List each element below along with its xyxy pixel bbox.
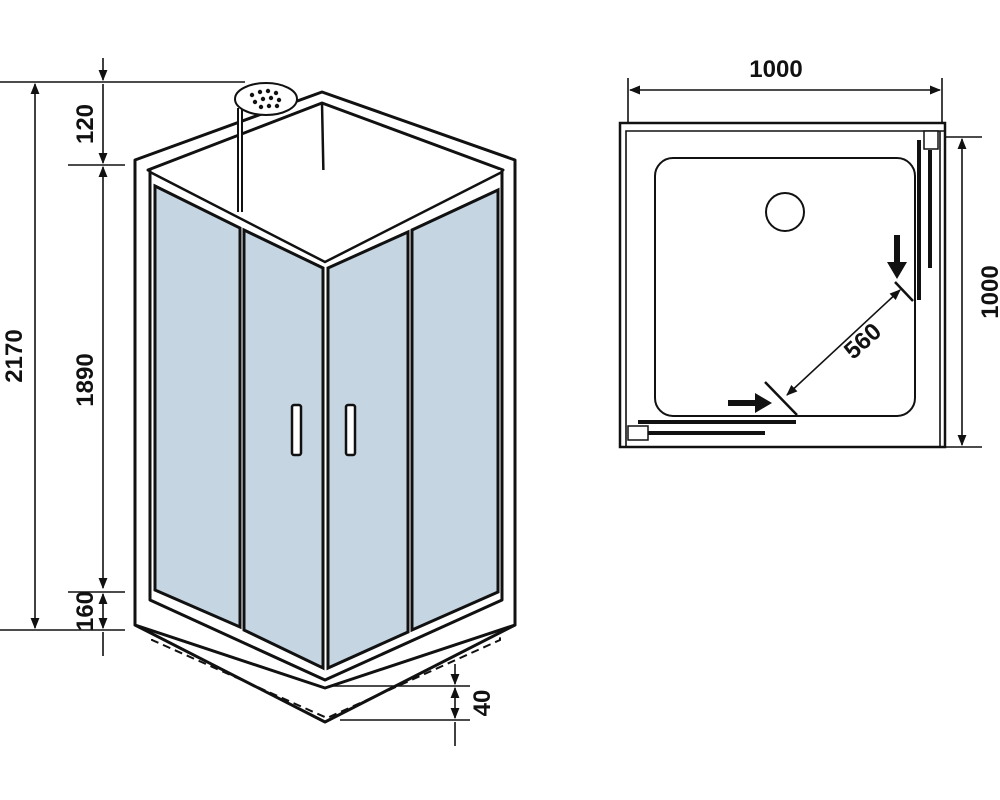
shower-head-icon: [234, 82, 298, 212]
arrow-right-icon: [728, 393, 772, 413]
dim-total-height: 2170: [1, 329, 28, 382]
dim-foot-height: 40: [469, 690, 496, 717]
drain-icon: [765, 192, 805, 232]
foot-dimension-lines: [332, 664, 470, 746]
dim-cabin-height: 1890: [72, 353, 99, 406]
elevation-view: 2170 120 1890 160: [0, 58, 517, 746]
door-handle-left: [290, 403, 303, 457]
door-handle-right: [344, 403, 357, 457]
dim-width: 1000: [749, 56, 802, 83]
arrow-down-icon: [887, 235, 907, 279]
height-dimension-lines: [0, 58, 245, 656]
door-rails: [627, 130, 939, 441]
glass-door-right: [326, 229, 410, 671]
glass-door-left: [242, 227, 325, 671]
glass-panel-left-fixed: [153, 183, 242, 630]
plan-view: 1000 1000 560: [618, 56, 1000, 449]
dim-depth: 1000: [977, 265, 1000, 318]
glass-panel-right-fixed: [410, 187, 500, 633]
dim-top-gap: 120: [72, 104, 99, 144]
dim-tray-height: 160: [72, 591, 99, 631]
